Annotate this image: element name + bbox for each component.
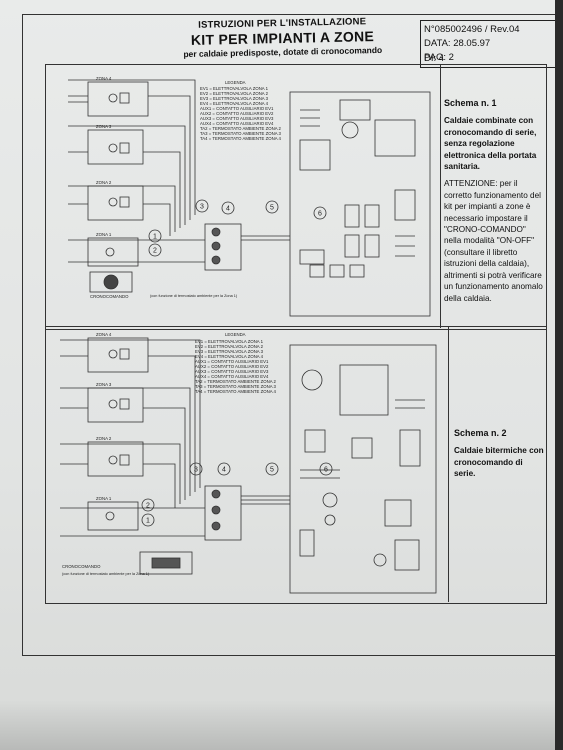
doc-page-total: DI: 4 bbox=[424, 53, 445, 64]
schema2-title: Schema n. 2 bbox=[454, 428, 507, 438]
schema2-description: Schema n. 2 Caldaie bitermiche con crono… bbox=[454, 428, 546, 486]
doc-number: N°085002496 / Rev.04 bbox=[424, 24, 520, 35]
schema2-control-board bbox=[289, 344, 437, 594]
schema1-title: Schema n. 1 bbox=[444, 98, 497, 108]
s1-legend-10: TA4 = TERMOSTATO AMBIENTE ZONA 4 bbox=[200, 136, 282, 141]
s1-crono-label: CRONOCOMANDO bbox=[90, 294, 129, 299]
s2-callout-4: 4 bbox=[222, 467, 226, 474]
page-edge bbox=[555, 0, 563, 750]
schema1-note: ATTENZIONE: per il corretto funzionament… bbox=[444, 179, 543, 303]
s2-legend-2: EV3 = ELETTROVALVOLA ZONA 3 bbox=[195, 349, 264, 354]
schema1-text-column bbox=[440, 64, 546, 328]
s1-legend-2: EV3 = ELETTROVALVOLA ZONA 3 bbox=[200, 96, 269, 101]
s2-legend-4: AUX1 = CONTATTO AUSILIARIO EV1 bbox=[195, 359, 269, 364]
s2-legend-10: TA4 = TERMOSTATO AMBIENTE ZONA 4 bbox=[195, 389, 277, 394]
schema2-text-column bbox=[448, 326, 546, 602]
s2-crono-label: CRONOCOMANDO bbox=[62, 564, 101, 569]
s1-zone3-label: ZONA 3 bbox=[96, 124, 112, 129]
s2-legend-8: TA2 = TERMOSTATO AMBIENTE ZONA 2 bbox=[195, 379, 277, 384]
s1-callout-6: 6 bbox=[318, 211, 322, 218]
s2-crono-note: (con funzione di termostato ambiente per… bbox=[62, 572, 150, 576]
page-shadow bbox=[0, 700, 563, 750]
doc-date: DATA: 28.05.97 bbox=[424, 38, 491, 49]
s1-callout-1: 1 bbox=[153, 234, 157, 241]
schema1-panel bbox=[45, 64, 547, 330]
s2-legend-3: EV4 = ELETTROVALVOLA ZONA 4 bbox=[195, 354, 264, 359]
s1-legend-7: AUX4 = CONTATTO AUSILIARIO EV4 bbox=[200, 121, 274, 126]
s1-legend-5: AUX2 = CONTATTO AUSILIARIO EV2 bbox=[200, 111, 274, 116]
s1-crono-note: (con funzione di termostato ambiente per… bbox=[150, 294, 238, 298]
s1-callout-2: 2 bbox=[153, 248, 157, 255]
s2-zone1-label: ZONA 1 bbox=[96, 496, 112, 501]
schema1-control-board bbox=[289, 91, 431, 317]
callout-numbers: 1 2 3 4 5 6 1 2 3 4 5 6 bbox=[146, 204, 328, 525]
s1-zone1-label: ZONA 1 bbox=[96, 232, 112, 237]
s1-legend-1: EV2 = ELETTROVALVOLA ZONA 2 bbox=[200, 91, 269, 96]
s2-callout-2: 2 bbox=[146, 503, 150, 510]
s2-callout-6: 6 bbox=[324, 467, 328, 474]
schema1-zone-column bbox=[68, 79, 205, 293]
s1-callout-5: 5 bbox=[270, 205, 274, 212]
schema2-panel bbox=[45, 326, 547, 604]
schema1-desc: Caldaie combinate con cronocomando di se… bbox=[444, 116, 537, 172]
s2-callout-1: 1 bbox=[146, 518, 150, 525]
schema1-terminal-block bbox=[204, 223, 290, 271]
s1-legend-4: AUX1 = CONTATTO AUSILIARIO EV1 bbox=[200, 106, 274, 111]
s2-legend-6: AUX3 = CONTATTO AUSILIARIO EV3 bbox=[195, 369, 269, 374]
s1-legend-0: EV1 = ELETTROVALVOLA ZONA 1 bbox=[200, 86, 269, 91]
s2-legend-title: LEGENDA bbox=[225, 332, 246, 337]
s2-zone3-label: ZONA 3 bbox=[96, 382, 112, 387]
s1-callout-3: 3 bbox=[200, 204, 204, 211]
schema2-desc: Caldaie bitermiche con cronocomando di s… bbox=[454, 446, 544, 479]
s2-zone4-label: ZONA 4 bbox=[96, 332, 112, 337]
s2-callout-3: 3 bbox=[194, 467, 198, 474]
s1-legend-8: TA2 = TERMOSTATO AMBIENTE ZONA 2 bbox=[200, 126, 282, 131]
s2-zone2-label: ZONA 2 bbox=[96, 436, 112, 441]
s2-legend-0: EV1 = ELETTROVALVOLA ZONA 1 bbox=[195, 339, 264, 344]
schema1-description: Schema n. 1 Caldaie combinate con cronoc… bbox=[444, 98, 544, 304]
s1-zone4-label: ZONA 4 bbox=[96, 76, 112, 81]
s2-legend-7: AUX4 = CONTATTO AUSILIARIO EV4 bbox=[195, 374, 269, 379]
s2-legend-5: AUX2 = CONTATTO AUSILIARIO EV2 bbox=[195, 364, 269, 369]
s2-callout-5: 5 bbox=[270, 467, 274, 474]
s2-legend-1: EV2 = ELETTROVALVOLA ZONA 2 bbox=[195, 344, 264, 349]
schema2-terminal-block bbox=[204, 485, 290, 541]
s2-legend-9: TA3 = TERMOSTATO AMBIENTE ZONA 3 bbox=[195, 384, 277, 389]
schema2-zone-column bbox=[60, 337, 205, 575]
doc-page: PAG: 2 bbox=[424, 52, 454, 63]
s1-callout-4: 4 bbox=[226, 206, 230, 213]
diagram-labels: ZONA 4 ZONA 3 ZONA 2 ZONA 1 ZONA 4 ZONA … bbox=[62, 76, 282, 576]
s1-legend-title: LEGENDA bbox=[225, 80, 246, 85]
s1-zone2-label: ZONA 2 bbox=[96, 180, 112, 185]
s1-legend-9: TA3 = TERMOSTATO AMBIENTE ZONA 3 bbox=[200, 131, 282, 136]
s1-legend-3: EV4 = ELETTROVALVOLA ZONA 4 bbox=[200, 101, 269, 106]
s1-legend-6: AUX3 = CONTATTO AUSILIARIO EV3 bbox=[200, 116, 274, 121]
